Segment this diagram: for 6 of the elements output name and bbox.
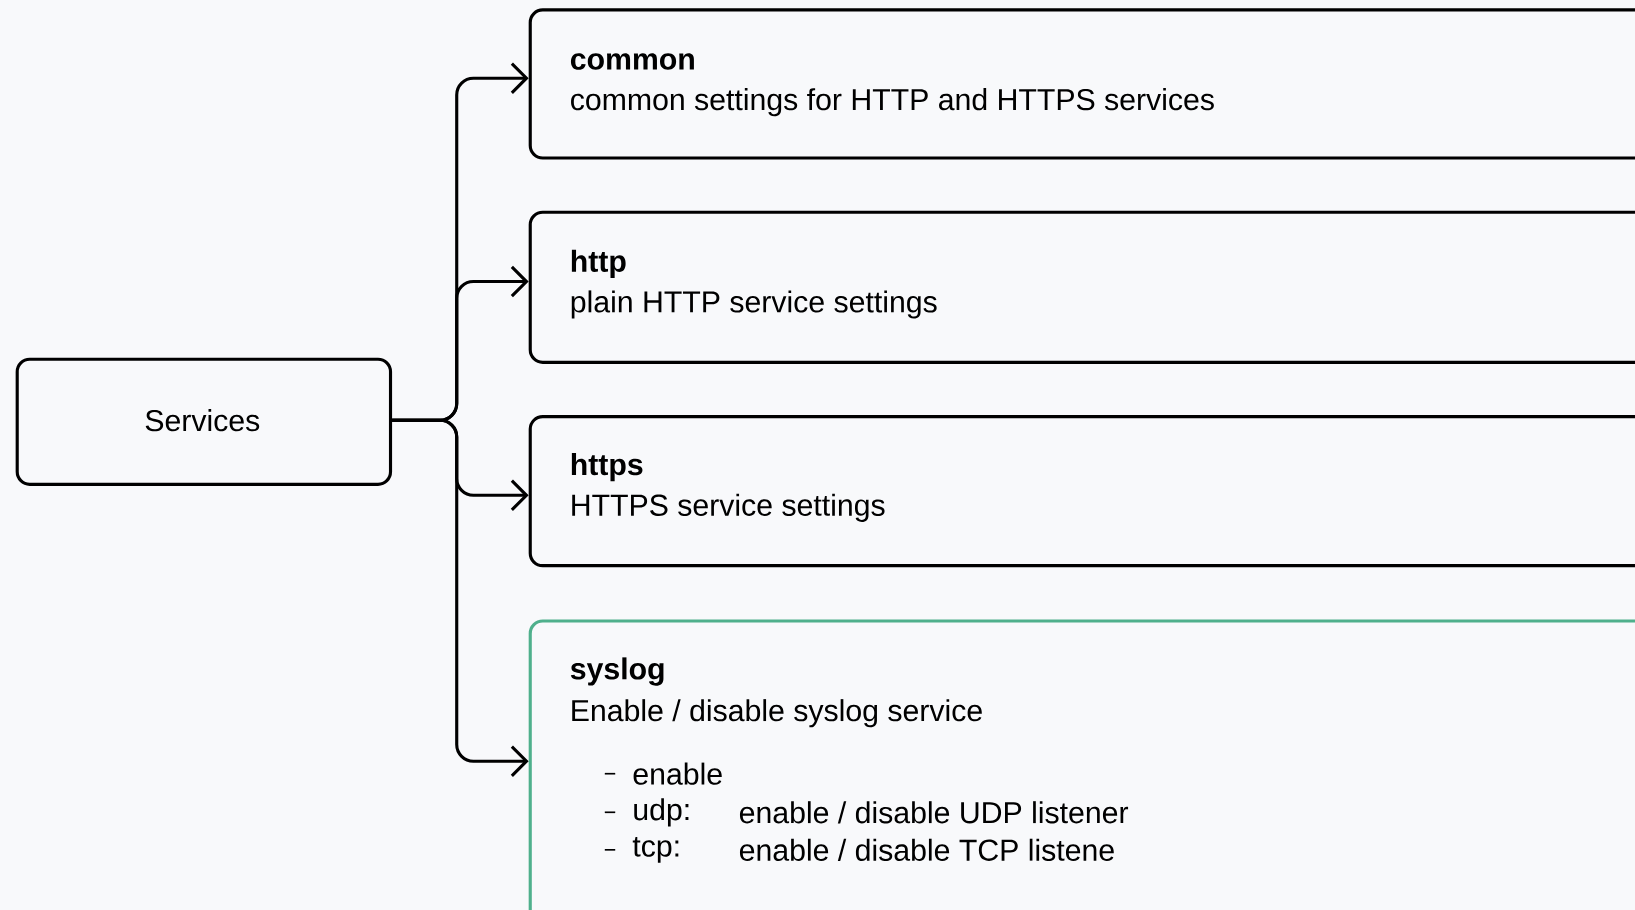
settings-card: https HTTPS service settings bbox=[528, 414, 1635, 568]
settings-card: common common settings for HTTP and HTTPS services bbox=[528, 8, 1635, 160]
service-box: Services bbox=[15, 357, 393, 486]
settings-card: syslog Enable / disable syslog service enable udp: enable / disable UDP listener tcp: enable / disable TCP listene bbox=[528, 619, 1635, 910]
arrow bbox=[392, 418, 529, 777]
settings-card: http plain HTTP service settings bbox=[528, 210, 1635, 364]
